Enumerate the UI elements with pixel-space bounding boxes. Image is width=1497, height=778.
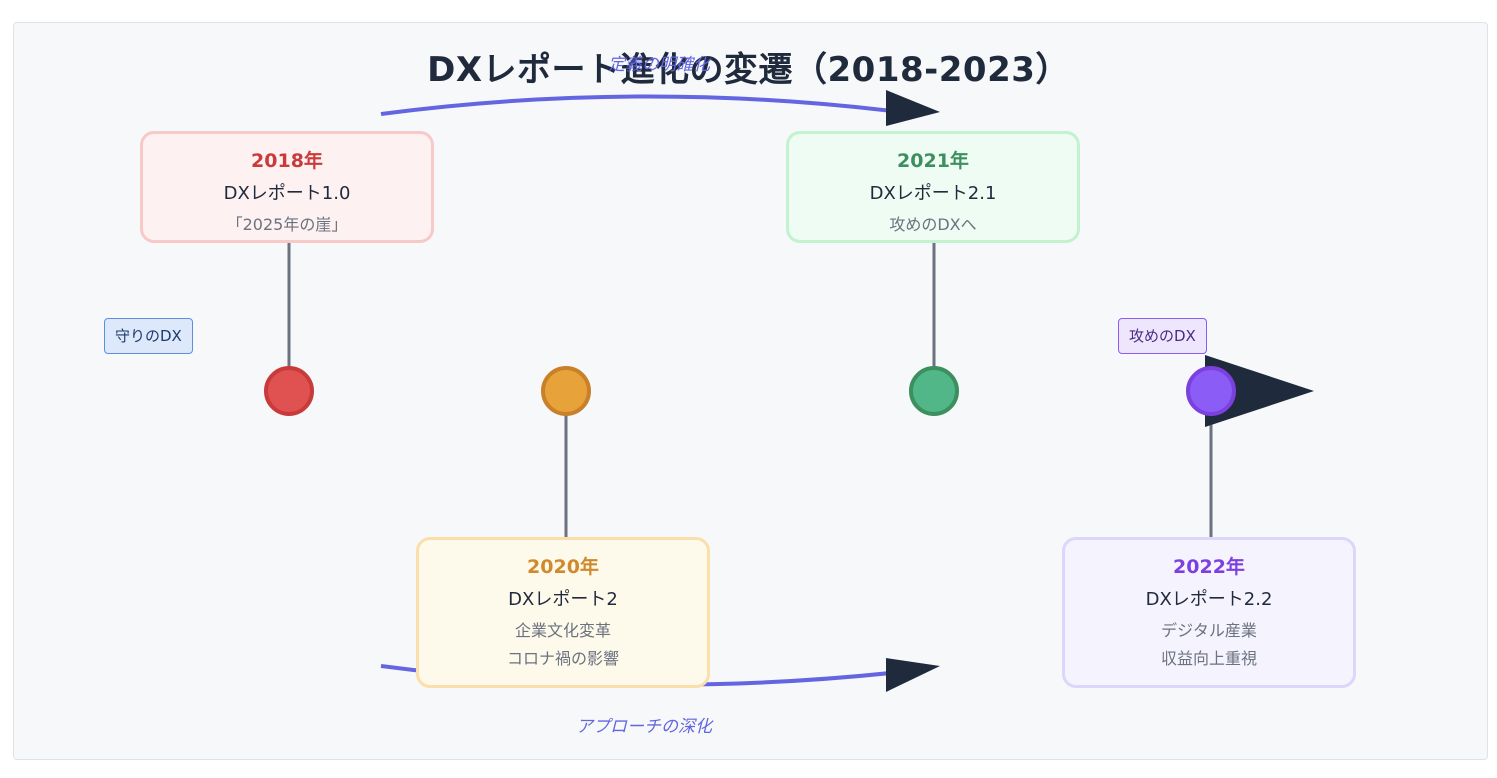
node-2020 xyxy=(541,366,591,416)
card-2021: 2021年 DXレポート2.1 攻めのDXへ xyxy=(786,131,1080,243)
timeline-end-arrowhead xyxy=(1205,355,1314,427)
tag-defense-dx: 守りのDX xyxy=(104,318,193,354)
node-2021 xyxy=(909,366,959,416)
card-year: 2018年 xyxy=(251,150,323,172)
card-description: デジタル産業 xyxy=(1161,621,1257,640)
card-report-name: DXレポート2.1 xyxy=(869,183,997,204)
card-report-name: DXレポート2 xyxy=(508,589,618,610)
card-year: 2022年 xyxy=(1173,556,1245,578)
node-2022 xyxy=(1186,366,1236,416)
card-2020: 2020年 DXレポート2 企業文化変革 コロナ禍の影響 xyxy=(416,537,710,688)
card-report-name: DXレポート2.2 xyxy=(1145,589,1273,610)
top-curve-arrow xyxy=(380,94,901,116)
card-2018: 2018年 DXレポート1.0 「2025年の崖」 xyxy=(140,131,434,243)
card-description: コロナ禍の影響 xyxy=(506,649,619,668)
tag-offense-dx: 攻めのDX xyxy=(1118,318,1207,354)
top-curve-label: 定義の明確化 xyxy=(608,55,710,75)
card-2022: 2022年 DXレポート2.2 デジタル産業 収益向上重視 xyxy=(1062,537,1356,688)
card-description: 企業文化変革 xyxy=(514,621,611,640)
card-description: 「2025年の崖」 xyxy=(226,215,348,234)
card-description: 収益向上重視 xyxy=(1160,649,1257,668)
bottom-arrowhead xyxy=(886,658,940,692)
top-arrowhead xyxy=(886,90,940,126)
card-year: 2020年 xyxy=(527,556,599,578)
card-year: 2021年 xyxy=(897,150,969,172)
bottom-curve-label: アプローチの深化 xyxy=(576,717,712,737)
card-report-name: DXレポート1.0 xyxy=(223,183,351,204)
node-2018 xyxy=(264,366,314,416)
card-description: 攻めのDXへ xyxy=(889,215,977,234)
diagram-title: DXレポート進化の変遷（2018-2023） xyxy=(427,50,1070,90)
